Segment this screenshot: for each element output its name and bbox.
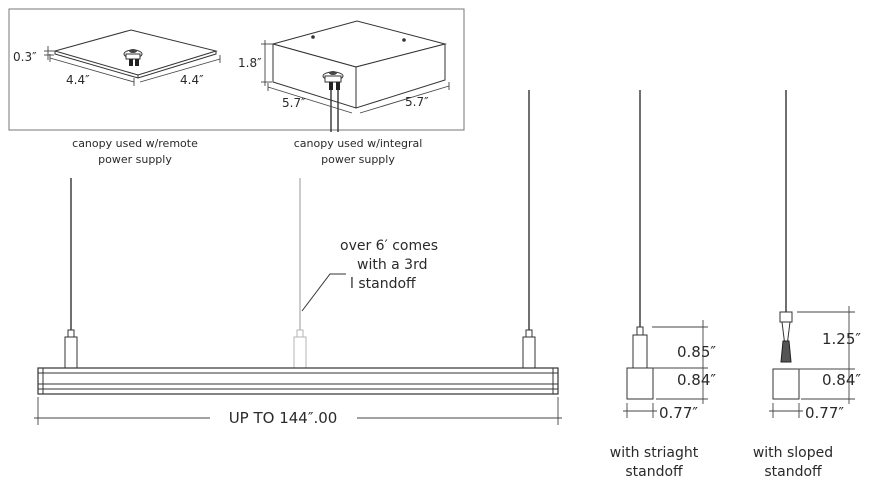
sloped-dim-top: 1.25″	[822, 330, 861, 348]
straight-caption-2: standoff	[625, 464, 683, 480]
third-standoff-note: over 6′ comes with a 3rd l standoff	[301, 238, 438, 312]
note-line-2: with a 3rd	[357, 257, 428, 273]
integral-depth-label: 5.7″	[405, 95, 429, 109]
sloped-dim-mid: 0.84″	[822, 371, 861, 389]
remote-depth-label: 4.4″	[180, 73, 204, 87]
integral-canopy-caption-1: canopy used w/integral	[294, 137, 423, 150]
left-standoff	[64, 329, 78, 369]
integral-height-label: 1.8″	[238, 56, 262, 70]
integral-width-dim	[267, 83, 353, 114]
note-line-3: l standoff	[350, 276, 416, 292]
remote-width-dim	[49, 54, 135, 86]
sloped-caption-1: with sloped	[753, 445, 833, 461]
canopy-inset: 0.3″ 4.4″ 4.4″	[8, 8, 465, 132]
straight-dim-mid: 0.84″	[677, 371, 716, 389]
remote-canopy-connector	[123, 49, 143, 66]
straight-standoff-detail	[623, 90, 708, 418]
remote-canopy-drawing: 0.3″ 4.4″ 4.4″	[13, 29, 221, 87]
straight-caption-1: with striaght	[610, 445, 699, 461]
remote-height-label: 0.3″	[13, 50, 37, 64]
remote-canopy-caption-2: power supply	[98, 153, 172, 166]
fixture-body	[37, 367, 559, 395]
right-standoff	[522, 329, 536, 369]
center-standoff	[293, 329, 307, 369]
note-line-1: over 6′ comes	[340, 238, 438, 254]
length-dimension	[34, 397, 562, 425]
integral-depth-dim	[359, 82, 450, 114]
canopy-inset-frame	[8, 8, 465, 131]
integral-canopy-right-face	[355, 43, 446, 109]
integral-canopy-caption-2: power supply	[321, 153, 395, 166]
straight-dim-width: 0.77″	[659, 404, 698, 422]
remote-width-label: 4.4″	[66, 73, 90, 87]
sloped-caption-2: standoff	[764, 464, 822, 480]
integral-canopy-connector	[322, 71, 344, 90]
integral-canopy-drawing: 1.8″ 5.7″ 5.7″	[238, 20, 450, 132]
remote-canopy-caption-1: canopy used w/remote	[72, 137, 198, 150]
remote-height-dim	[44, 46, 54, 60]
fixture-length-label: UP TO 144″.00	[229, 409, 338, 427]
sloped-standoff-detail	[769, 90, 855, 418]
sloped-dim-width: 0.77″	[805, 404, 844, 422]
remote-depth-dim	[139, 55, 221, 83]
straight-dim-top: 0.85″	[677, 343, 716, 361]
integral-width-label: 5.7″	[282, 96, 306, 110]
pendant-fixture	[37, 90, 559, 395]
integral-height-dim	[261, 40, 272, 86]
